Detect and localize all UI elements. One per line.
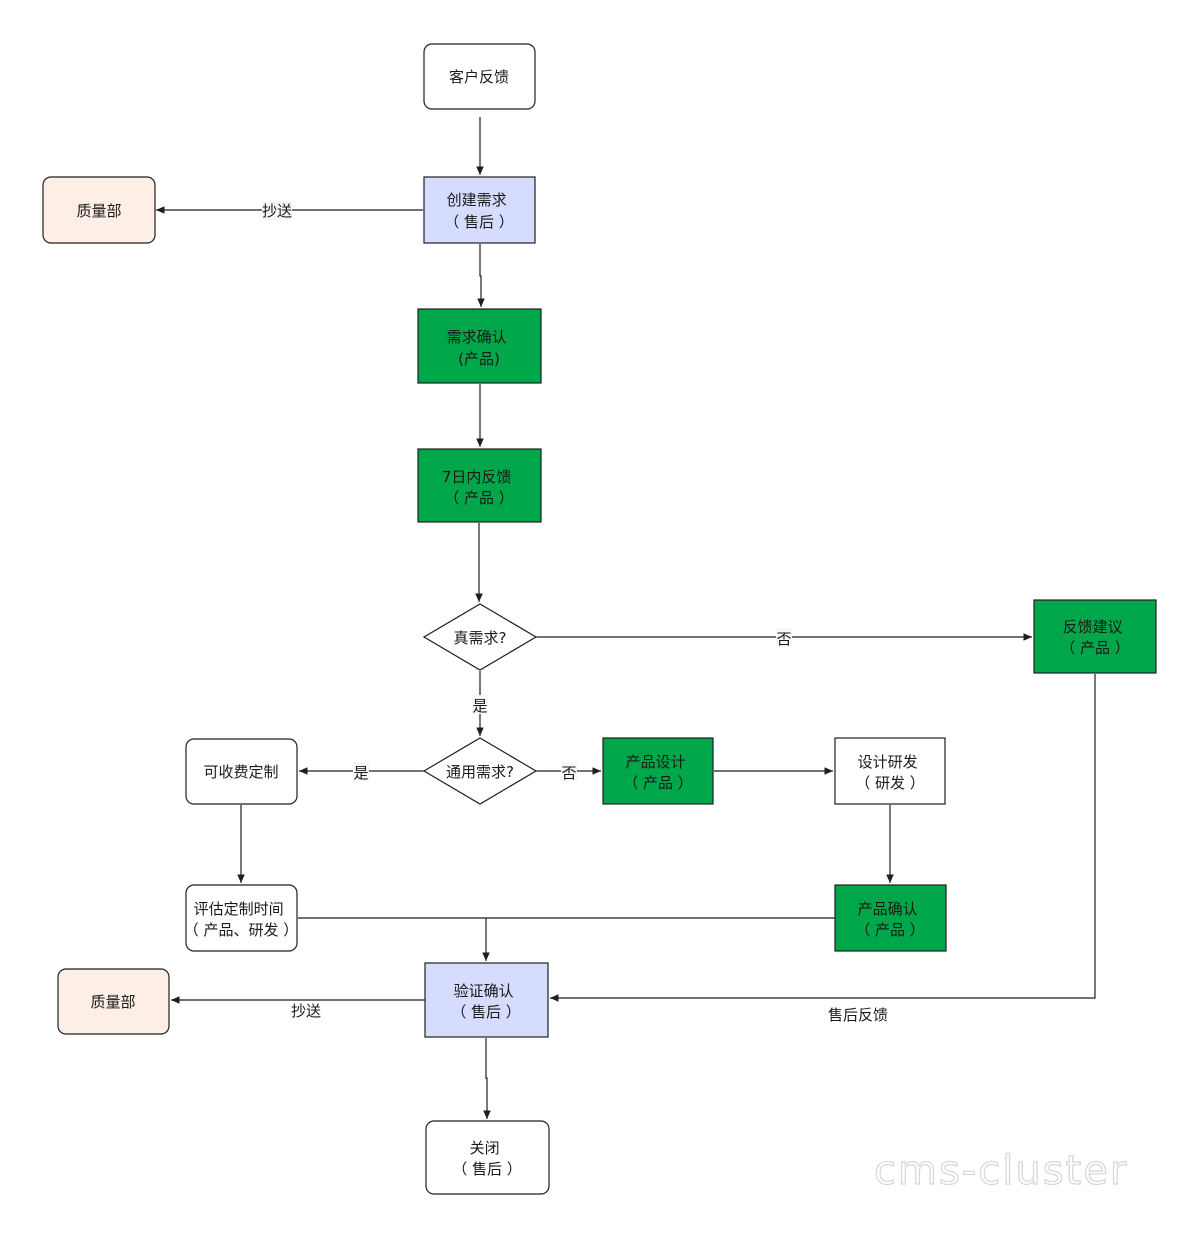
node-create-requirement: 创建需求 （ 售后 ）	[423, 176, 536, 244]
edges	[156, 117, 1096, 1119]
node-close: 关闭 （ 售后 ）	[425, 1120, 550, 1195]
node-quality-dept-top: 质量部	[42, 176, 156, 244]
node-feedback-suggestion: 反馈建议 （ 产品 ）	[1033, 599, 1157, 674]
svg-text:关闭 （ 售后 ）: 关闭 （ 售后 ）	[452, 1139, 522, 1178]
node-product-confirm-line-1: 产品确认	[858, 900, 918, 918]
svg-text:设计研发 （ 研发 ）: 设计研发 （ 研发 ）	[855, 753, 925, 792]
node-close-line-1: 关闭	[470, 1139, 500, 1157]
svg-text:产品确认 （ 产品 ）: 产品确认 （ 产品 ）	[855, 900, 925, 939]
node-product-design: 产品设计 （ 产品 ）	[602, 737, 714, 805]
node-estimate-custom-time-line-2: （ 产品、研发 ）	[184, 921, 299, 939]
node-verify-confirm-line-1: 验证确认	[454, 982, 514, 1000]
svg-text:产品设计 （ 产品 ）: 产品设计 （ 产品 ）	[623, 753, 693, 792]
node-requirement-confirm-line-1: 需求确认	[447, 328, 507, 346]
node-feedback-suggestion-line-2: （ 产品 ）	[1060, 639, 1130, 657]
node-paid-custom-line-1: 可收费定制	[203, 763, 278, 781]
edge-create-to-confirm	[477, 244, 485, 307]
svg-text:质量部: 质量部	[90, 993, 135, 1011]
node-product-design-line-1: 产品设计	[626, 753, 686, 771]
edge-label-no-general: 否	[561, 764, 576, 782]
node-feedback-7days-line-2: （ 产品 ）	[444, 489, 514, 507]
node-requirement-confirm-line-2: (产品)	[458, 350, 500, 368]
node-feedback-7days-line-1: 7日内反馈	[442, 468, 512, 486]
svg-text:评估定制时间 （ 产品、研发 ）: 评估定制时间 （ 产品、研发 ）	[184, 900, 299, 939]
node-product-design-line-2: （ 产品 ）	[623, 774, 693, 792]
node-design-rd-line-1: 设计研发	[858, 753, 918, 771]
edge-label-yes-real: 是	[472, 697, 487, 715]
watermark: cms-cluster	[874, 1148, 1128, 1194]
svg-text:需求确认 (产品): 需求确认 (产品)	[447, 328, 512, 368]
svg-text:真需求?: 真需求?	[454, 629, 507, 647]
edge-verify-to-close	[483, 1038, 491, 1119]
node-quality-dept-top-line-1: 质量部	[76, 202, 121, 220]
node-quality-dept-bottom: 质量部	[57, 968, 170, 1035]
node-verify-confirm: 验证确认 （ 售后 ）	[424, 962, 549, 1038]
node-verify-confirm-line-2: （ 售后 ）	[451, 1003, 521, 1021]
node-quality-dept-bottom-line-1: 质量部	[90, 993, 135, 1011]
svg-text:质量部: 质量部	[76, 202, 121, 220]
edge-estimate-to-verify	[298, 917, 490, 961]
node-design-rd: 设计研发 （ 研发 ）	[834, 737, 946, 805]
node-feedback-suggestion-line-1: 反馈建议	[1063, 618, 1123, 636]
node-close-line-2: （ 售后 ）	[452, 1160, 522, 1178]
node-paid-custom: 可收费定制	[185, 738, 298, 805]
svg-text:反馈建议 （ 产品 ）: 反馈建议 （ 产品 ）	[1060, 618, 1130, 657]
svg-text:7日内反馈 （ 产品 ）: 7日内反馈 （ 产品 ）	[442, 468, 516, 507]
node-customer-feedback: 客户反馈	[423, 43, 536, 110]
node-real-requirement-line-1: 真需求?	[454, 629, 507, 647]
edge-label-after-sales-feedback: 售后反馈	[828, 1006, 888, 1024]
node-requirement-confirm: 需求确认 (产品)	[417, 308, 542, 384]
node-estimate-custom-time: 评估定制时间 （ 产品、研发 ）	[184, 884, 299, 952]
edge-label-cc-top: 抄送	[262, 202, 292, 220]
svg-text:客户反馈: 客户反馈	[449, 68, 509, 86]
node-create-requirement-line-2: （ 售后 ）	[444, 213, 514, 231]
node-general-requirement-line-1: 通用需求?	[446, 763, 514, 781]
edge-suggestion-to-verify	[550, 674, 1096, 1002]
edge-label-yes-general: 是	[353, 764, 368, 782]
node-product-confirm: 产品确认 （ 产品 ）	[834, 884, 947, 952]
svg-text:通用需求?: 通用需求?	[446, 763, 514, 781]
svg-text:验证确认 （ 售后 ）: 验证确认 （ 售后 ）	[451, 982, 521, 1021]
node-real-requirement: 真需求?	[422, 603, 538, 671]
svg-text:可收费定制: 可收费定制	[203, 763, 278, 781]
nodes: 客户反馈 创建需求 （ 售后 ） 质量部 需求确认 (产品)	[42, 43, 1157, 1195]
node-feedback-7days: 7日内反馈 （ 产品 ）	[417, 448, 542, 523]
edge-label-no-real: 否	[776, 630, 791, 648]
node-estimate-custom-time-line-1: 评估定制时间	[194, 900, 284, 918]
node-general-requirement: 通用需求?	[422, 737, 538, 805]
node-create-requirement-line-1: 创建需求	[447, 191, 507, 209]
svg-text:创建需求 （ 售后 ）: 创建需求 （ 售后 ）	[444, 191, 514, 231]
node-design-rd-line-2: （ 研发 ）	[855, 774, 925, 792]
edge-label-cc-bottom: 抄送	[291, 1002, 321, 1020]
node-customer-feedback-line-1: 客户反馈	[449, 68, 509, 86]
edge-labels: 抄送 否 是 是 否 抄送 售后反馈	[262, 201, 888, 1024]
node-product-confirm-line-2: （ 产品 ）	[855, 921, 925, 939]
